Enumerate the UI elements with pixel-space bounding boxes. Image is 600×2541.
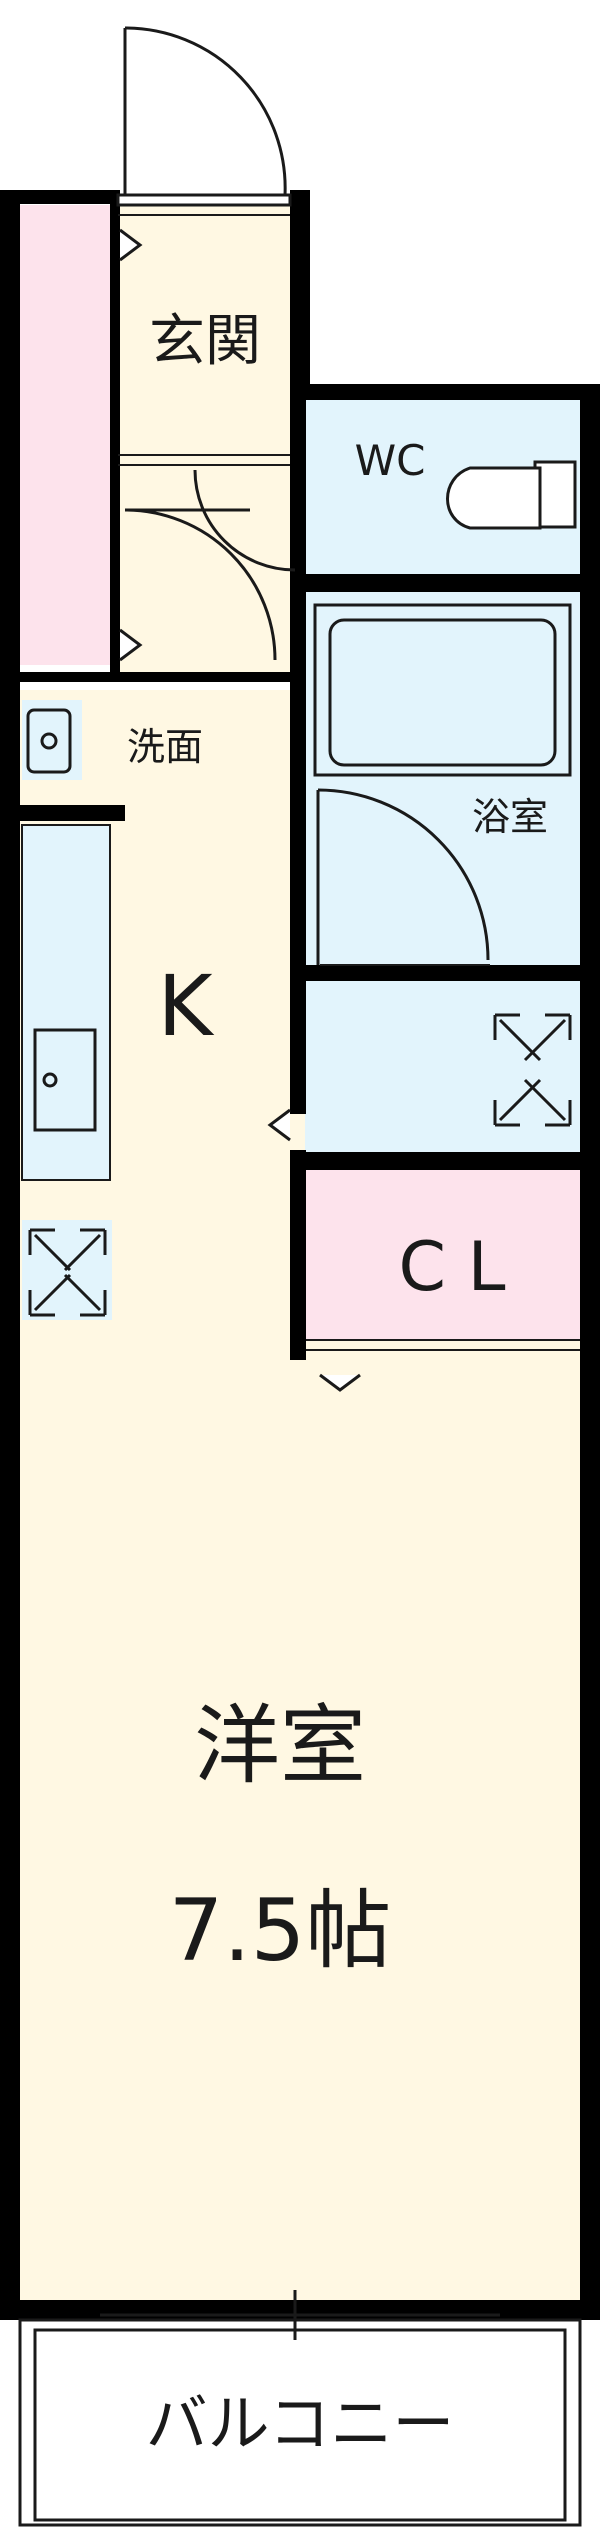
washer-space-floor (305, 980, 580, 1152)
room-label-kitchen: K (157, 957, 214, 1055)
washer-space-icon (493, 1013, 572, 1127)
room-label-washroom: 洗面 (127, 725, 203, 769)
sink-icon (26, 708, 72, 774)
door-swing-icon (116, 26, 292, 207)
entrance-floor (118, 200, 298, 680)
room-size-western: 7.5帖 (169, 1881, 392, 1981)
door-marks (119, 228, 361, 1392)
room-label-entrance: 玄関 (149, 309, 261, 374)
room-label-wc: WC (355, 436, 426, 485)
bathtub-icon (313, 603, 572, 777)
room-label-bathroom: 浴室 (472, 795, 548, 839)
balcony (18, 2290, 582, 2527)
door-swing-icon (316, 788, 490, 965)
washbasin-area (22, 700, 82, 780)
door-swing-icon (124, 469, 296, 661)
stove-icon (33, 1028, 97, 1132)
shoe-storage (20, 205, 115, 665)
room-label-balcony: バルコニー (146, 2387, 455, 2460)
room-label-western: 洋室 (194, 1696, 366, 1796)
bathroom-floor (305, 592, 580, 967)
aircon-icon (28, 1228, 107, 1317)
room-label-closet: C L (399, 1228, 506, 1307)
toilet-icon (446, 460, 577, 530)
closet-floor (305, 1170, 580, 1340)
walls (0, 190, 600, 2320)
